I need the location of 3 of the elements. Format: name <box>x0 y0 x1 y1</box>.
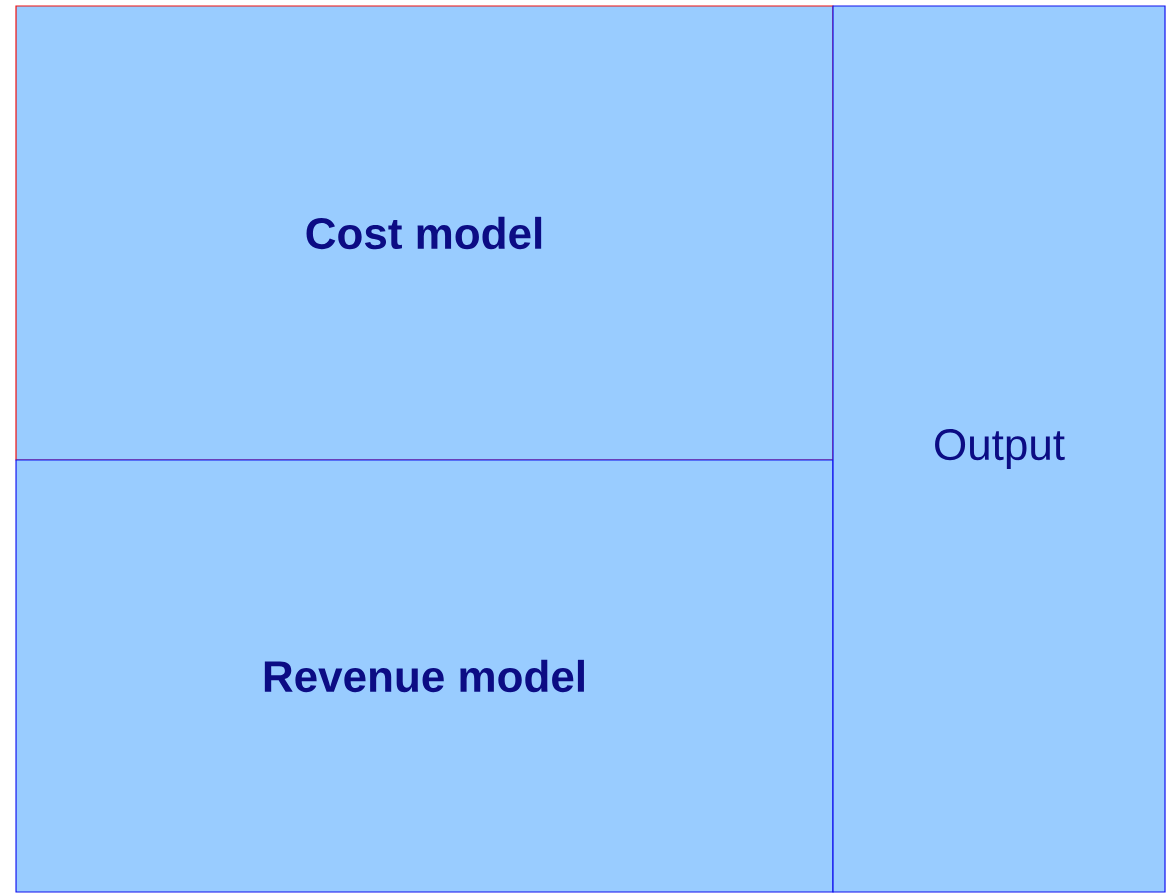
model-box: Cost model <box>15 5 834 461</box>
model-box: Output <box>832 5 1166 893</box>
model-box: Revenue model <box>15 459 834 893</box>
